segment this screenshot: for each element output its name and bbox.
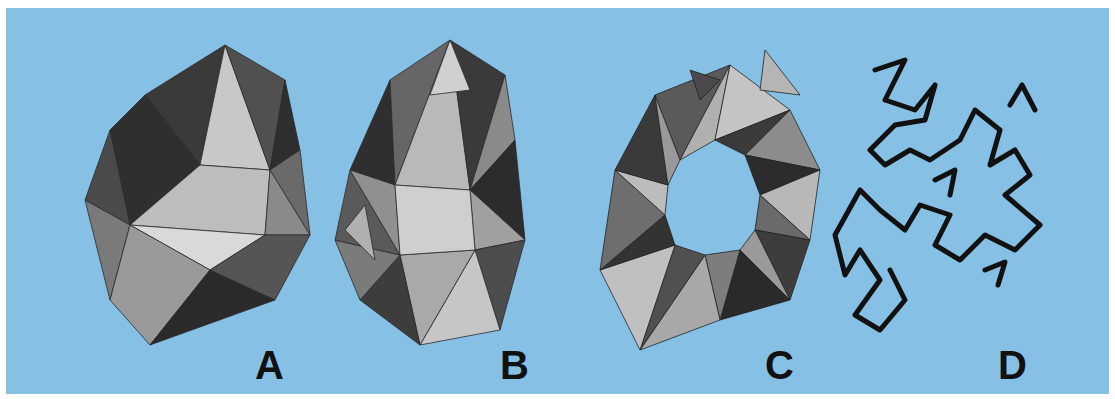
polyhedron-a [85, 45, 310, 345]
chain-trace-d [835, 60, 1040, 330]
panel-letter: B [500, 343, 529, 387]
polyhedron-c [600, 50, 820, 350]
panel-letter: A [255, 343, 284, 387]
blue-panel [6, 8, 1109, 394]
polyhedron-b [335, 40, 525, 345]
panel-letter: C [765, 343, 794, 387]
panel-letter: D [998, 343, 1027, 387]
